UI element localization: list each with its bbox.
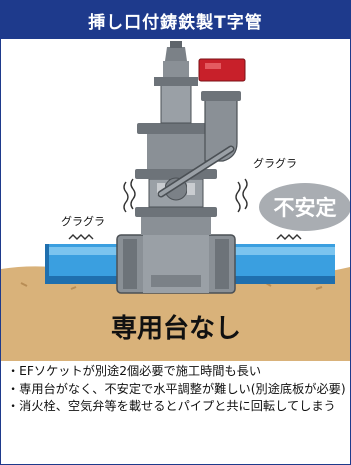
panel-title: 挿し口付鋳鉄製T字管 bbox=[1, 1, 350, 39]
no-stand-label: 専用台なし bbox=[111, 313, 241, 344]
shake-label-left: グラグラ bbox=[61, 214, 105, 228]
shake-label-right: グラグラ bbox=[253, 156, 297, 170]
shake-lines bbox=[68, 178, 302, 240]
tee-fitting bbox=[116, 234, 236, 294]
unstable-label: 不安定 bbox=[274, 196, 337, 220]
ground bbox=[1, 264, 350, 361]
note-item: ・専用台がなく、不安定で水平調整が難しい(別途底板が必要) bbox=[7, 381, 346, 396]
handle-red bbox=[198, 58, 246, 82]
note-item: ・消火栓、空気弁等を載せるとパイプと共に回転してしまう bbox=[7, 399, 336, 414]
hydrant-valve bbox=[135, 41, 246, 235]
notes-list: ・EFソケットが別途2個必要で施工時間も長い ・専用台がなく、不安定で水平調整が… bbox=[7, 363, 347, 416]
note-item: ・EFソケットが別途2個必要で施工時間も長い bbox=[7, 364, 262, 378]
illustration: グラグラ グラグラ 不安定 専用台なし bbox=[1, 41, 350, 361]
unstable-bubble: 不安定 bbox=[259, 183, 350, 231]
